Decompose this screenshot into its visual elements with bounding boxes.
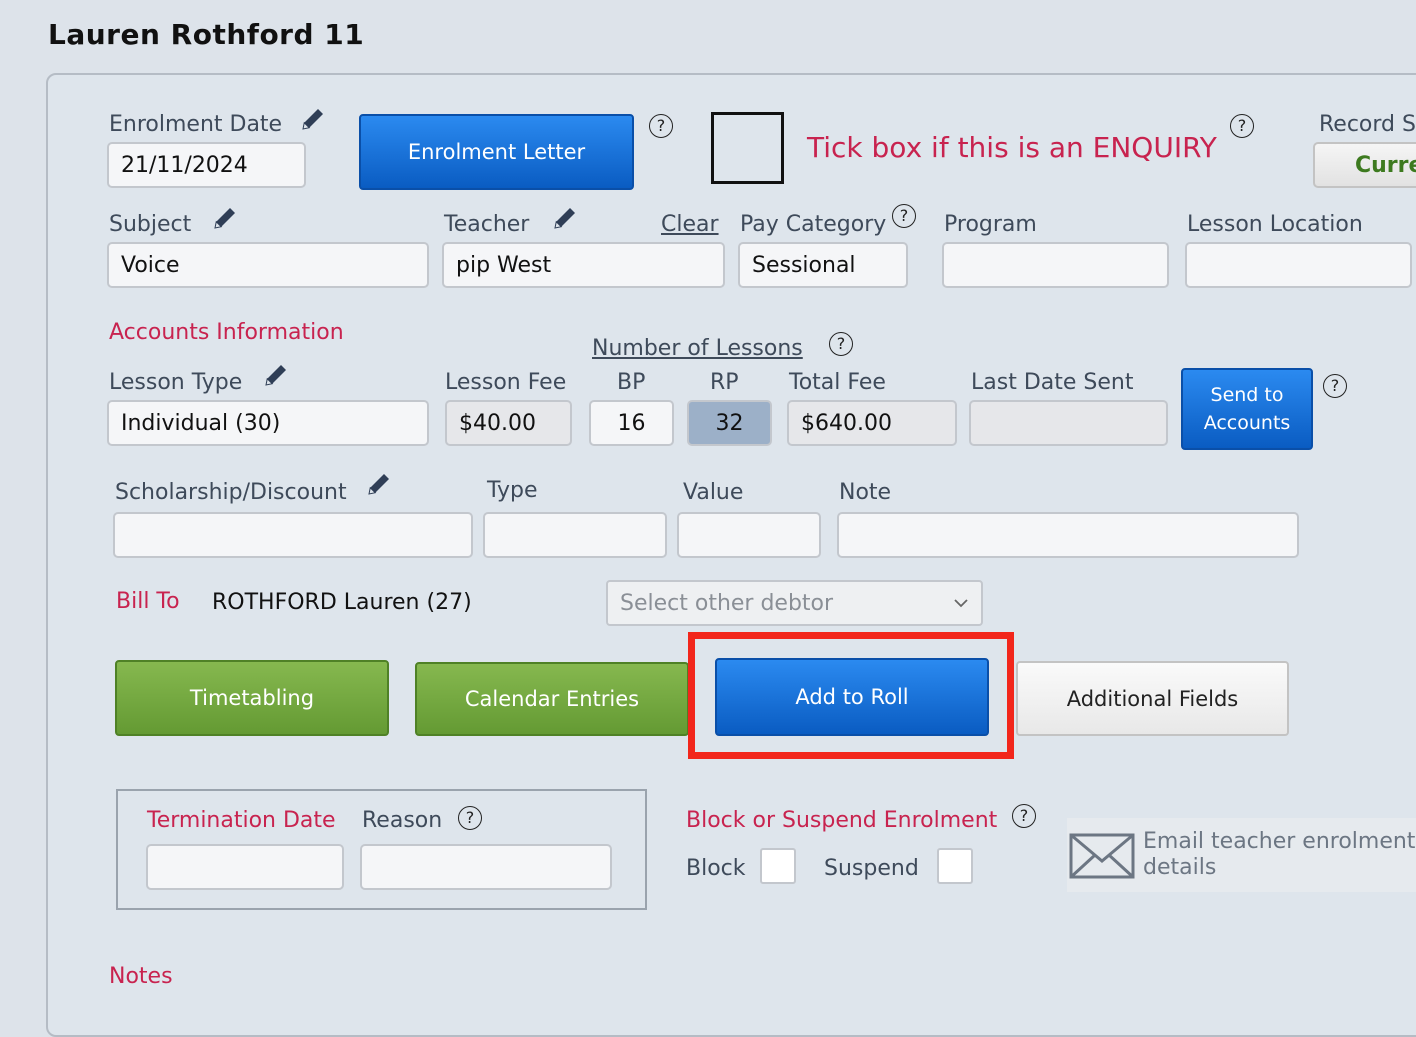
send-to-accounts-button[interactable]: Send to Accounts (1181, 368, 1313, 450)
discount-type-field[interactable] (483, 512, 667, 558)
subject-label: Subject (109, 212, 192, 237)
pencil-icon[interactable] (550, 203, 580, 233)
block-suspend-label: Block or Suspend Enrolment (686, 808, 998, 833)
last-date-sent-field[interactable] (969, 400, 1168, 446)
help-icon[interactable]: ? (1323, 374, 1347, 398)
pay-category-label: Pay Category (740, 212, 887, 237)
discount-type-label: Type (487, 478, 538, 503)
help-icon[interactable]: ? (829, 332, 853, 356)
termination-reason-label: Reason (362, 808, 443, 833)
debtor-select-placeholder: Select other debtor (620, 590, 834, 616)
timetabling-button[interactable]: Timetabling (115, 660, 389, 736)
scholarship-field[interactable] (113, 512, 473, 558)
teacher-field[interactable]: pip West (442, 242, 725, 288)
email-teacher-button[interactable]: Email teacher enrolment details (1067, 818, 1416, 892)
bp-label: BP (617, 370, 646, 395)
send-to-accounts-line2: Accounts (1203, 412, 1291, 434)
discount-value-label: Value (683, 480, 744, 505)
total-fee-label: Total Fee (789, 370, 886, 395)
help-icon[interactable]: ? (1230, 114, 1254, 138)
lesson-location-label: Lesson Location (1187, 212, 1363, 237)
bill-to-value: ROTHFORD Lauren (27) (212, 590, 472, 615)
calendar-entries-button[interactable]: Calendar Entries (415, 662, 689, 736)
subject-field[interactable]: Voice (107, 242, 429, 288)
enquiry-label: Tick box if this is an ENQUIRY (807, 131, 1217, 164)
bp-field[interactable]: 16 (589, 400, 674, 446)
rp-label: RP (710, 370, 739, 395)
email-teacher-line1: Email teacher enrolment (1143, 829, 1416, 854)
accounts-section-label: Accounts Information (109, 320, 344, 345)
envelope-icon (1069, 833, 1135, 879)
lesson-type-label: Lesson Type (109, 370, 243, 395)
termination-group (116, 789, 647, 910)
number-of-lessons-link[interactable]: Number of Lessons (592, 336, 803, 361)
block-checkbox[interactable] (760, 848, 796, 884)
debtor-select[interactable]: Select other debtor (606, 580, 983, 626)
enquiry-checkbox[interactable] (711, 112, 784, 184)
bill-to-label: Bill To (116, 589, 180, 614)
enrolment-date-label: Enrolment Date (109, 112, 283, 137)
lesson-fee-label: Lesson Fee (445, 370, 567, 395)
pencil-icon[interactable] (210, 203, 240, 233)
page-title: Lauren Rothford 11 (48, 18, 365, 51)
lesson-location-field[interactable] (1185, 242, 1412, 288)
additional-fields-button[interactable]: Additional Fields (1016, 661, 1289, 736)
discount-note-field[interactable] (837, 512, 1299, 558)
lesson-fee-field[interactable]: $40.00 (445, 400, 572, 446)
block-label: Block (686, 856, 746, 881)
pay-category-field[interactable]: Sessional (738, 242, 908, 288)
help-icon[interactable]: ? (458, 806, 482, 830)
email-teacher-line2: details (1143, 855, 1217, 880)
help-icon[interactable]: ? (892, 204, 916, 228)
termination-date-label: Termination Date (147, 808, 336, 833)
enrolment-date-field[interactable]: 21/11/2024 (107, 142, 306, 188)
suspend-label: Suspend (824, 856, 919, 881)
rp-field[interactable]: 32 (687, 400, 772, 446)
help-icon[interactable]: ? (649, 114, 673, 138)
discount-note-label: Note (839, 480, 892, 505)
program-field[interactable] (942, 242, 1169, 288)
record-status-label: Record S (1319, 112, 1416, 137)
send-to-accounts-line1: Send to (1210, 384, 1284, 406)
enrolment-letter-button[interactable]: Enrolment Letter (359, 114, 634, 190)
teacher-label: Teacher (444, 212, 530, 237)
highlight-box (688, 632, 1014, 759)
program-label: Program (944, 212, 1037, 237)
clear-teacher-link[interactable]: Clear (661, 212, 719, 237)
discount-value-field[interactable] (677, 512, 821, 558)
lesson-type-field[interactable]: Individual (30) (107, 400, 429, 446)
record-status-button[interactable]: Curre (1313, 142, 1416, 188)
suspend-checkbox[interactable] (937, 848, 973, 884)
termination-reason-field[interactable] (360, 844, 612, 890)
pencil-icon[interactable] (298, 104, 328, 134)
notes-label: Notes (109, 964, 173, 989)
chevron-down-icon (954, 599, 968, 608)
help-icon[interactable]: ? (1012, 804, 1036, 828)
pencil-icon[interactable] (364, 469, 394, 499)
pencil-icon[interactable] (261, 360, 291, 390)
termination-date-field[interactable] (146, 844, 344, 890)
scholarship-label: Scholarship/Discount (115, 480, 347, 505)
total-fee-field[interactable]: $640.00 (787, 400, 957, 446)
add-to-roll-button[interactable]: Add to Roll (715, 658, 989, 736)
last-date-sent-label: Last Date Sent (971, 370, 1134, 395)
email-teacher-text: Email teacher enrolment details (1143, 829, 1415, 881)
